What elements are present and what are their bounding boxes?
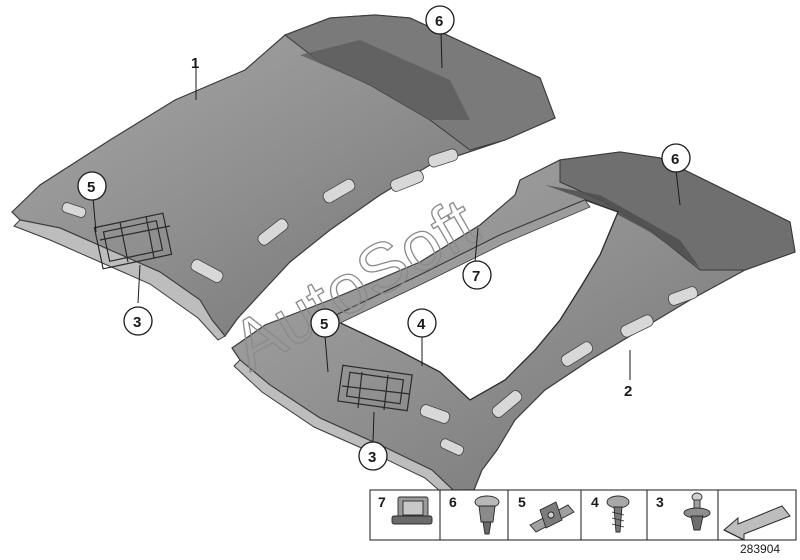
callout-3-upper: 3 (123, 306, 153, 336)
clip-7-icon (391, 496, 433, 525)
headliner-2 (231, 151, 796, 511)
svg-text:5: 5 (320, 316, 328, 333)
svg-text:5: 5 (87, 179, 95, 196)
svg-text:5: 5 (518, 494, 526, 510)
headliner-2-handle-recesses (419, 286, 699, 456)
svg-text:3: 3 (368, 449, 376, 466)
callouts: 1 2 6 6 5 3 5 4 7 (77, 5, 691, 471)
legend-cell-3: 3 (656, 492, 711, 531)
svg-text:7: 7 (472, 268, 480, 285)
diagram-part-number: 283904 (740, 542, 780, 556)
legend-cell-5: 5 (518, 494, 575, 533)
headliner-1-front-edge (13, 219, 226, 341)
svg-text:3: 3 (133, 314, 141, 331)
legend-cell-arrow (723, 505, 791, 541)
callout-6-upper: 6 (425, 5, 455, 35)
callout-5-upper: 5 (77, 171, 107, 201)
headliner-1-dark-band (300, 40, 470, 120)
callout-5-lower: 5 (310, 308, 340, 338)
callout-6-lower: 6 (661, 143, 691, 173)
svg-text:4: 4 (591, 494, 599, 510)
svg-text:6: 6 (435, 13, 443, 30)
headliner-2-console-frame (337, 364, 413, 412)
sunroof-frame-edge (329, 199, 591, 325)
rivet-3-icon (683, 492, 711, 531)
legend-cell-4: 4 (591, 494, 630, 533)
legend-cell-7: 7 (378, 494, 433, 525)
headliner-1-console-frame (93, 212, 173, 270)
headliner-1 (11, 14, 556, 341)
svg-text:4: 4 (417, 316, 426, 333)
callout-2: 2 (624, 383, 632, 400)
legend-cell-6: 6 (449, 494, 500, 535)
leader-lines (92, 31, 681, 443)
svg-text:3: 3 (656, 494, 664, 510)
callout-7: 7 (462, 260, 492, 290)
reference-arrow-icon (723, 505, 791, 541)
clip-5-icon (529, 501, 575, 533)
screw-4-icon (606, 495, 630, 533)
callout-3-lower: 3 (358, 441, 388, 471)
callout-1: 1 (191, 55, 199, 72)
svg-text:6: 6 (449, 494, 457, 510)
callout-4: 4 (407, 308, 437, 338)
clip-6-icon (474, 495, 500, 535)
svg-text:7: 7 (378, 494, 386, 510)
headliner-1-handle-recesses (61, 148, 459, 283)
svg-text:6: 6 (671, 151, 679, 168)
parts-legend: 7 6 5 4 (369, 489, 797, 541)
